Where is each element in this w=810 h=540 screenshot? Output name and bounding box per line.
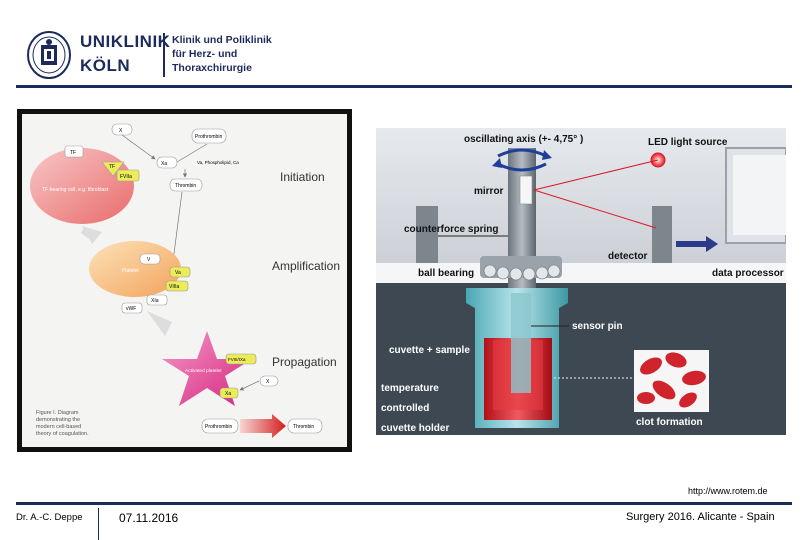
detector-shape [652, 206, 672, 266]
node-x-propagation: X [266, 379, 270, 385]
node-va: Va [175, 270, 181, 276]
node-xia: XIa [151, 298, 159, 304]
label-detector: detector [608, 251, 648, 262]
label-clot-formation: clot formation [636, 417, 703, 428]
tf-bearing-cell-shape [30, 148, 134, 224]
node-vwf: vWF [126, 306, 136, 312]
clinic-name-line1: Klinik und Poliklinik [172, 34, 272, 46]
label-data-processor: data processor [712, 268, 784, 279]
footer-date: 07.11.2016 [119, 511, 179, 525]
logo-divider [163, 33, 165, 77]
footer-rule [16, 502, 792, 505]
label-sensor-pin: sensor pin [572, 321, 623, 332]
node-tf-lower: TF [109, 164, 115, 170]
stage-propagation: Propagation [272, 355, 337, 369]
mirror-shape [519, 175, 533, 205]
caption-line3: modern cell-based [36, 424, 81, 430]
source-url: http://www.rotem.de [688, 486, 768, 496]
header-rule [16, 85, 792, 88]
footer-event: Surgery 2016. Alicante - Spain [626, 511, 775, 523]
node-xa: Xa [161, 161, 167, 167]
footer-divider [98, 508, 99, 540]
label-temperature: temperature [381, 383, 439, 394]
caption-line2: demonstrating the [36, 417, 80, 423]
sensor-pin-shape [511, 293, 531, 393]
label-ball-bearing: ball bearing [418, 268, 474, 279]
rotation-arrow-icon [497, 148, 547, 172]
caption-line1: Figure I. Diagram [36, 410, 79, 416]
label-cuvette-holder: cuvette holder [381, 423, 449, 434]
label-cuvette-sample: cuvette + sample [389, 345, 470, 356]
label-led-light-source: LED light source [648, 137, 728, 148]
logo-wordmark-line1: UNIKLINIK [80, 32, 171, 51]
rotem-device-diagram: oscillating axis (+- 4,75° ) LED light s… [376, 128, 786, 435]
tf-bearing-cell-label: TF-bearing cell, e.g. fibroblast [42, 187, 109, 193]
label-oscillating-axis: oscillating axis (+- 4,75° ) [464, 134, 583, 145]
node-fviiiixa: FVIII/IXa [228, 357, 246, 362]
node-viiia: VIIIa [169, 284, 180, 290]
node-cofactors: Va, Phospholipid, Ca [197, 160, 239, 165]
clinic-name-line3: Thoraxchirurgie [172, 62, 252, 74]
led-light-icon [650, 152, 666, 168]
platelet-label: Platelet [122, 268, 139, 274]
activated-platelet-label: Activated platelet [185, 368, 222, 374]
node-prothrombin-propagation: Prothrombin [205, 424, 232, 430]
node-thrombin: Thrombin [175, 183, 196, 189]
node-thrombin-propagation: Thrombin [293, 424, 314, 430]
caption-line4: theory of coagulation. [36, 431, 89, 437]
node-xa-propagation: Xa [225, 391, 231, 397]
stage-amplification: Amplification [272, 259, 340, 273]
detector-arrow [676, 236, 718, 252]
university-seal-logo [27, 31, 71, 79]
coagulation-diagram: TF-bearing cell, e.g. fibroblast TF TF F… [17, 109, 352, 452]
stage-initiation: Initiation [280, 170, 325, 184]
node-v: V [147, 257, 151, 263]
label-mirror: mirror [474, 186, 504, 197]
label-controlled: controlled [381, 403, 429, 414]
node-prothrombin: Prothrombin [195, 134, 222, 140]
thrombin-burst-arrow [240, 414, 286, 438]
bearing-balls [483, 264, 561, 281]
node-tf-upper: TF [70, 150, 76, 156]
node-fviia: FVIIa [120, 174, 132, 180]
node-x: X [119, 128, 123, 134]
activated-platelet-shape [162, 331, 252, 406]
logo-wordmark-line2: KÖLN [80, 56, 131, 75]
clinic-name-line2: für Herz- und [172, 48, 238, 60]
label-counterforce-spring: counterforce spring [404, 224, 498, 235]
footer-author: Dr. A.-C. Deppe [16, 512, 83, 523]
